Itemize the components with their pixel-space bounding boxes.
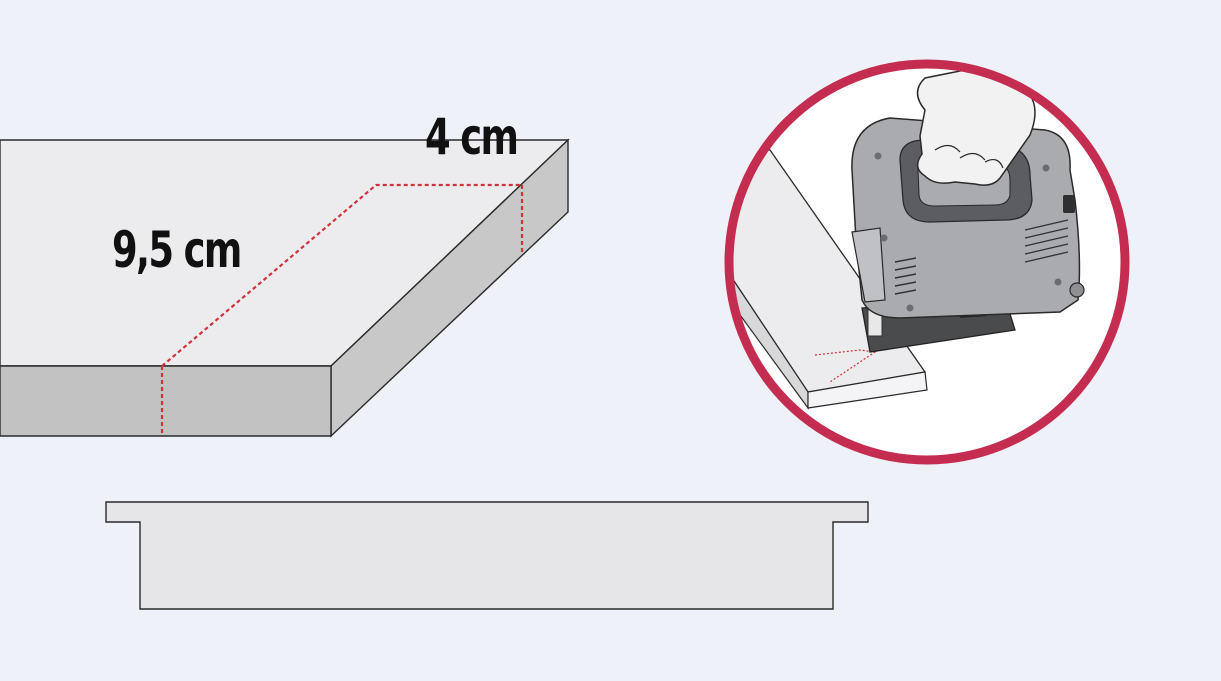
magnifier-ring xyxy=(724,59,1130,465)
detail-cut-line xyxy=(814,349,877,383)
jigsaw-vents xyxy=(894,219,1069,295)
board-profile-shape xyxy=(105,501,869,610)
plank-illustration xyxy=(0,138,570,438)
length-dimension-label: 9,5 cm xyxy=(112,221,242,279)
depth-dimension-label: 4 cm xyxy=(425,108,519,166)
jigsaw-screws xyxy=(874,152,1062,312)
detail-board-edge xyxy=(807,371,928,409)
plank-front-face xyxy=(0,365,332,437)
cut-line-top xyxy=(161,183,522,367)
jigsaw-front-housing xyxy=(851,227,886,303)
jigsaw-detail xyxy=(724,59,1130,465)
